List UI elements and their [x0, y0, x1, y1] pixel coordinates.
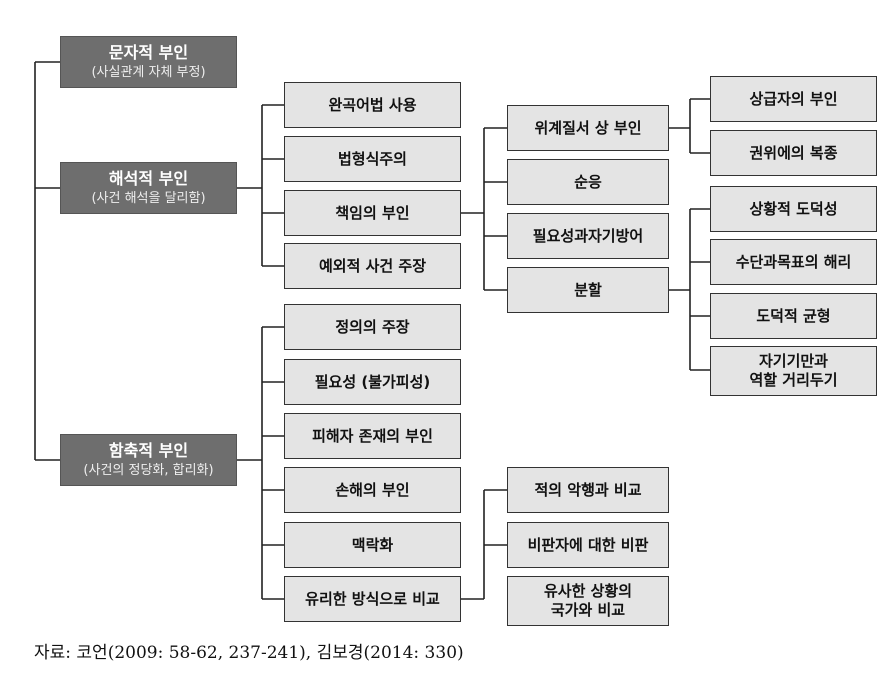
category-subtitle: (사건 해석을 달리함): [91, 190, 206, 206]
node-obedience-to-authority: 권위에의 복종: [710, 130, 877, 176]
node-necessity: 필요성 (불가피성): [284, 359, 461, 405]
node-necessity-self-defense: 필요성과자기방어: [507, 213, 669, 259]
node-means-ends-dissociation: 수단과목표의 해리: [710, 239, 877, 285]
category-subtitle: (사실관계 자체 부정): [91, 64, 206, 80]
node-denial-of-responsibility: 책임의 부인: [284, 190, 461, 236]
category-title: 문자적 부인: [108, 42, 189, 62]
node-situational-morality: 상황적 도덕성: [710, 186, 877, 232]
node-conformity: 순응: [507, 159, 669, 205]
node-splitting: 분할: [507, 267, 669, 313]
category-literal-denial: 문자적 부인 (사실관계 자체 부정): [60, 36, 237, 88]
node-self-deception-role-distance: 자기기만과 역할 거리두기: [710, 346, 877, 396]
node-denial-of-injury: 손해의 부인: [284, 467, 461, 513]
node-contextualization: 맥락화: [284, 522, 461, 568]
node-superior-orders: 상급자의 부인: [710, 76, 877, 122]
node-legalism: 법형식주의: [284, 136, 461, 182]
category-implicatory-denial: 함축적 부인 (사건의 정당화, 합리화): [60, 434, 237, 486]
node-appeal-to-righteousness: 정의의 주장: [284, 304, 461, 350]
node-similar-nations-comparison: 유사한 상황의 국가와 비교: [507, 576, 669, 626]
category-title: 함축적 부인: [108, 440, 189, 460]
node-condemn-condemners: 비판자에 대한 비판: [507, 522, 669, 568]
source-caption: 자료: 코언(2009: 58-62, 237-241), 김보경(2014: …: [34, 643, 464, 663]
category-interpretive-denial: 해석적 부인 (사건 해석을 달리함): [60, 162, 237, 214]
node-moral-balance: 도덕적 균형: [710, 293, 877, 339]
node-denial-of-victim: 피해자 존재의 부인: [284, 413, 461, 459]
node-favorable-comparison: 유리한 방식으로 비교: [284, 576, 461, 622]
category-title: 해석적 부인: [108, 168, 189, 188]
node-enemy-atrocities-comparison: 적의 악행과 비교: [507, 467, 669, 513]
category-subtitle: (사건의 정당화, 합리화): [83, 462, 214, 478]
node-isolation-claim: 예외적 사건 주장: [284, 243, 461, 289]
node-hierarchy-denial: 위계질서 상 부인: [507, 105, 669, 151]
node-euphemism: 완곡어법 사용: [284, 82, 461, 128]
